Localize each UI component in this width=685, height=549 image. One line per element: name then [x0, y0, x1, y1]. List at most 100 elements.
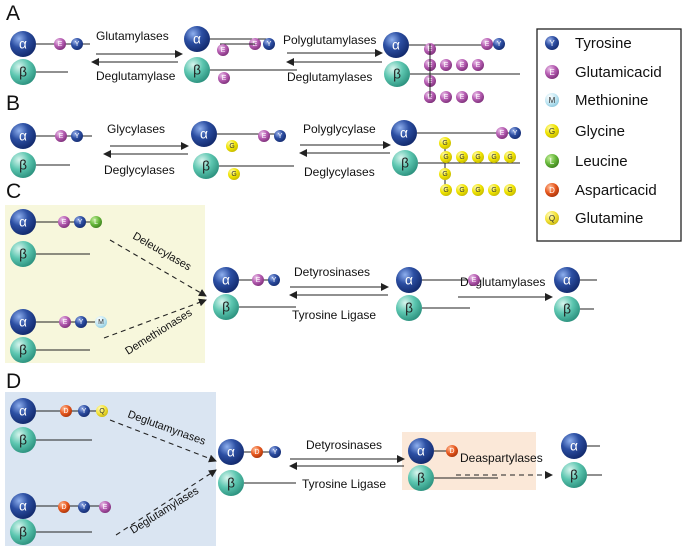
glutamate-residue [99, 501, 111, 513]
panel-label-a: A [6, 2, 20, 25]
alpha-subunit-symbol: α [193, 32, 201, 47]
alpha-subunit-symbol: α [19, 215, 27, 230]
aspartate-residue [60, 405, 72, 417]
glutamate-residue [218, 72, 230, 84]
tyrosine-residue [78, 405, 90, 417]
legend-label: Glutamine [575, 210, 643, 227]
glutamate-residue-letter: E [500, 130, 505, 137]
leucine-residue-letter: L [94, 219, 98, 226]
alpha-subunit-symbol: α [417, 444, 425, 459]
glutamate-residue-letter: E [103, 504, 108, 511]
glycine-residue-letter: G [491, 187, 496, 194]
alpha-subunit-symbol: α [19, 129, 27, 144]
aspartate-residue [446, 445, 458, 457]
beta-tubulin-subunit [213, 294, 239, 320]
glutamate-residue-letter: E [444, 94, 449, 101]
beta-subunit-symbol: β [19, 525, 27, 540]
beta-subunit-symbol: β [563, 302, 571, 317]
enzyme-label-polyglutamylases: Polyglutamylases [283, 33, 376, 47]
tyrosine-residue-letter: Y [82, 408, 87, 415]
glutamate-residue [58, 216, 70, 228]
beta-tubulin-subunit [218, 470, 244, 496]
glycine-residue [226, 140, 238, 152]
alpha-tubulin-subunit [191, 121, 217, 147]
enzyme-label-deglycylases-2: Deglycylases [304, 165, 375, 179]
glycine-residue-letter: G [229, 143, 234, 150]
glycine-residue-letter: G [459, 187, 464, 194]
beta-subunit-symbol: β [417, 471, 425, 486]
glycine-residue [488, 151, 500, 163]
tyrosine-residue-letter: Y [273, 449, 278, 456]
aspartate-residue-letter: D [450, 448, 455, 455]
alpha-tubulin-subunit [218, 439, 244, 465]
beta-tubulin-subunit [554, 296, 580, 322]
glycine-residue-letter: G [507, 154, 512, 161]
glutamine-residue [96, 405, 108, 417]
tyrosine-residue-letter: Y [75, 41, 80, 48]
glutamate-residue-letter: E [444, 62, 449, 69]
beta-tubulin-subunit [10, 337, 36, 363]
tyrosine-residue-letter: Y [278, 133, 283, 140]
tyrosine-residue-letter: Y [79, 319, 84, 326]
enzyme-label-detyrosinases-c: Detyrosinases [294, 265, 370, 279]
glutamate-residue-letter: E [59, 133, 64, 140]
glycine-residue [440, 184, 452, 196]
tyrosine-residue [74, 216, 86, 228]
glutamate-residue [472, 59, 484, 71]
glycine-residue [472, 184, 484, 196]
tyrosine-residue [274, 130, 286, 142]
enzyme-label-deglutamylases-c: Deglutamylases [460, 275, 545, 289]
tyrosine-residue-letter: Y [272, 277, 277, 284]
legend-swatch-asparticacid [545, 183, 559, 197]
glycine-residue [504, 151, 516, 163]
glycine-residue [472, 151, 484, 163]
panel-c-background [5, 205, 205, 363]
glycine-residue [456, 184, 468, 196]
beta-subunit-symbol: β [405, 301, 413, 316]
alpha-tubulin-subunit [408, 438, 434, 464]
enzyme-label-tyrosine-ligase-c: Tyrosine Ligase [292, 308, 376, 322]
glycine-residue [488, 184, 500, 196]
glycine-residue-letter: G [443, 154, 448, 161]
glutamate-residue-letter: E [62, 219, 67, 226]
tyrosine-residue-letter: Y [513, 130, 518, 137]
legend-letter: D [549, 186, 555, 195]
glutamate-residue [468, 274, 480, 286]
glutamate-residue-letter: E [256, 277, 261, 284]
beta-tubulin-subunit [10, 152, 36, 178]
glycine-residue [439, 137, 451, 149]
alpha-tubulin-subunit [10, 123, 36, 149]
alpha-tubulin-subunit [10, 31, 36, 57]
glutamate-residue [59, 316, 71, 328]
glycine-residue [504, 184, 516, 196]
glutamate-residue [456, 91, 468, 103]
beta-subunit-symbol: β [19, 343, 27, 358]
arrow-deglutamynases [109, 419, 217, 463]
panel-label-c: C [6, 180, 21, 203]
glutamate-residue-letter: E [460, 62, 465, 69]
enzyme-label-detyrosinases-d: Detyrosinases [306, 438, 382, 452]
alpha-tubulin-subunit [383, 32, 409, 58]
beta-tubulin-subunit [396, 295, 422, 321]
legend-letter: L [550, 157, 555, 166]
beta-subunit-symbol: β [19, 433, 27, 448]
glutamate-residue-letter: E [262, 133, 267, 140]
legend-label: Tyrosine [575, 35, 632, 52]
leucine-residue [90, 216, 102, 228]
glutamate-residue [440, 59, 452, 71]
panel-label-b: B [6, 92, 20, 115]
alpha-subunit-symbol: α [19, 404, 27, 419]
tyrosine-residue [263, 38, 275, 50]
glutamate-residue-letter: E [253, 41, 258, 48]
glycine-residue-letter: G [442, 140, 447, 147]
glutamate-residue-letter: E [485, 41, 490, 48]
glutamate-residue-letter: E [428, 94, 433, 101]
aspartate-residue-letter: D [64, 408, 69, 415]
glycine-residue-letter: G [475, 154, 480, 161]
panel-d-background [5, 392, 216, 546]
glutamate-residue [258, 130, 270, 142]
glutamine-residue-letter: Q [99, 408, 105, 415]
